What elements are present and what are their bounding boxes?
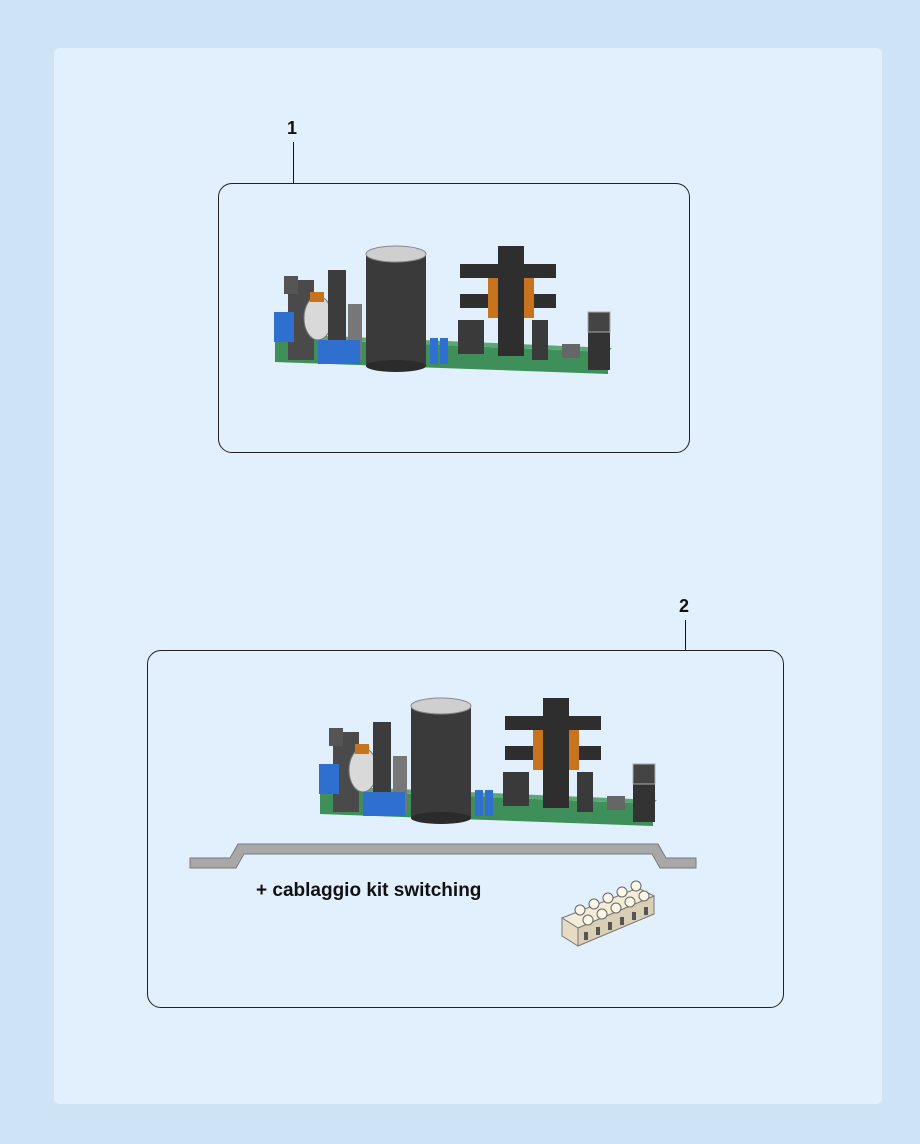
wiring-kit-caption: + cablaggio kit switching (256, 880, 482, 901)
leader-line-2 (685, 620, 686, 650)
callout-number-2: 2 (679, 596, 690, 616)
power-supply-board-2 (319, 697, 657, 826)
item-2-frame (147, 650, 784, 1008)
power-supply-board-1 (274, 245, 612, 374)
leader-line-1 (293, 142, 294, 184)
callout-number-1: 1 (287, 118, 298, 138)
mounting-bracket (189, 843, 697, 869)
terminal-block (560, 880, 656, 947)
